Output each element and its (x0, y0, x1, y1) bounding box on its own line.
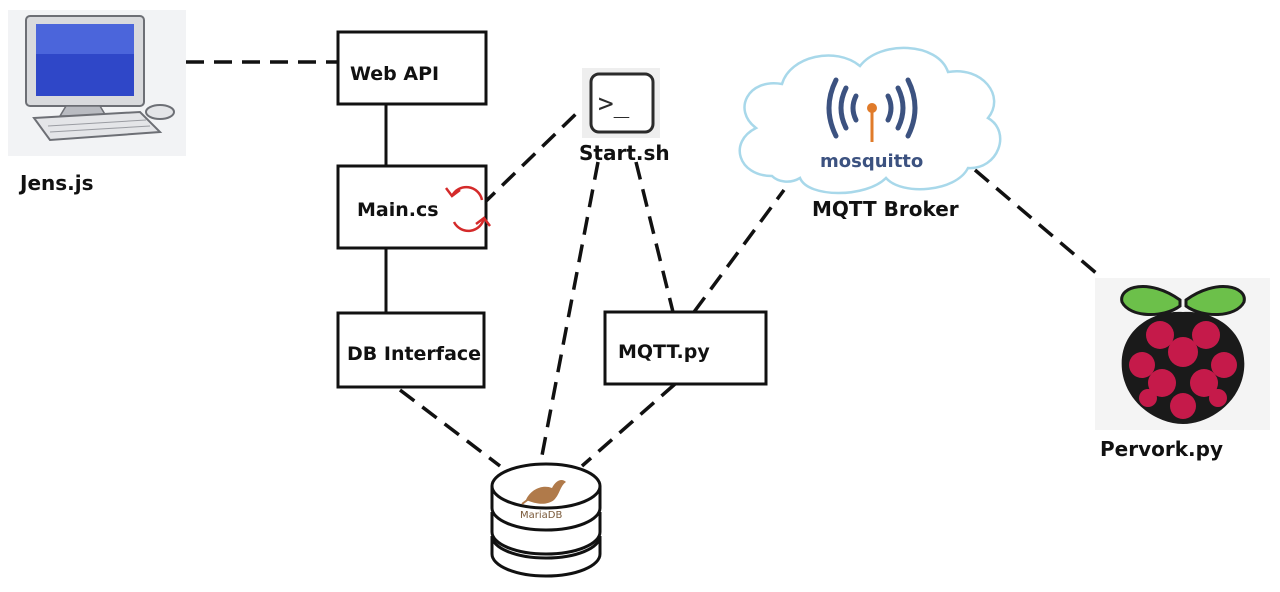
mariadb-database (490, 462, 602, 578)
pervork-py-label: Pervork.py (1100, 437, 1223, 461)
db-interface-node: DB Interface (336, 311, 486, 389)
mqtt-py-label: MQTT.py (618, 341, 710, 363)
connector-main-startsh (480, 108, 582, 207)
cylinder-top (490, 462, 602, 510)
connector-startsh-mqttpy (634, 161, 675, 313)
cloud-shape (738, 46, 1002, 195)
web-api-node: Web API (336, 30, 488, 106)
start-sh-label: Start.sh (579, 141, 670, 165)
db-interface-label: DB Interface (347, 343, 481, 365)
computer-icon (8, 10, 186, 156)
mqtt-broker-label: MQTT Broker (812, 197, 959, 221)
connector-dbinterface-mariadb (398, 388, 502, 468)
web-api-label: Web API (350, 63, 439, 85)
main-cs-label: Main.cs (357, 199, 439, 221)
terminal-icon: >_ (582, 68, 660, 138)
mqtt-broker-cloud: mosquitto (738, 46, 1002, 195)
main-cs-node: Main.cs (336, 164, 491, 250)
mariadb-logo-text: MariaDB (520, 510, 562, 521)
terminal-prompt: >_ (598, 89, 630, 119)
connector-startsh-mariadb (538, 161, 600, 467)
mosquitto-logo-text: mosquitto (820, 151, 923, 172)
restart-icon (445, 185, 491, 233)
mqtt-py-node: MQTT.py (603, 310, 768, 386)
client-label: Jens.js (18, 171, 94, 195)
connector-mqttpy-mariadb (580, 382, 677, 468)
raspberry-pi-icon (1095, 278, 1270, 430)
connector-broker-raspberry (973, 168, 1104, 280)
connectors (186, 60, 1104, 468)
mosquitto-icon (826, 77, 918, 142)
mariadb-seal-icon (521, 480, 566, 505)
connector-mqttpy-broker (692, 188, 786, 314)
